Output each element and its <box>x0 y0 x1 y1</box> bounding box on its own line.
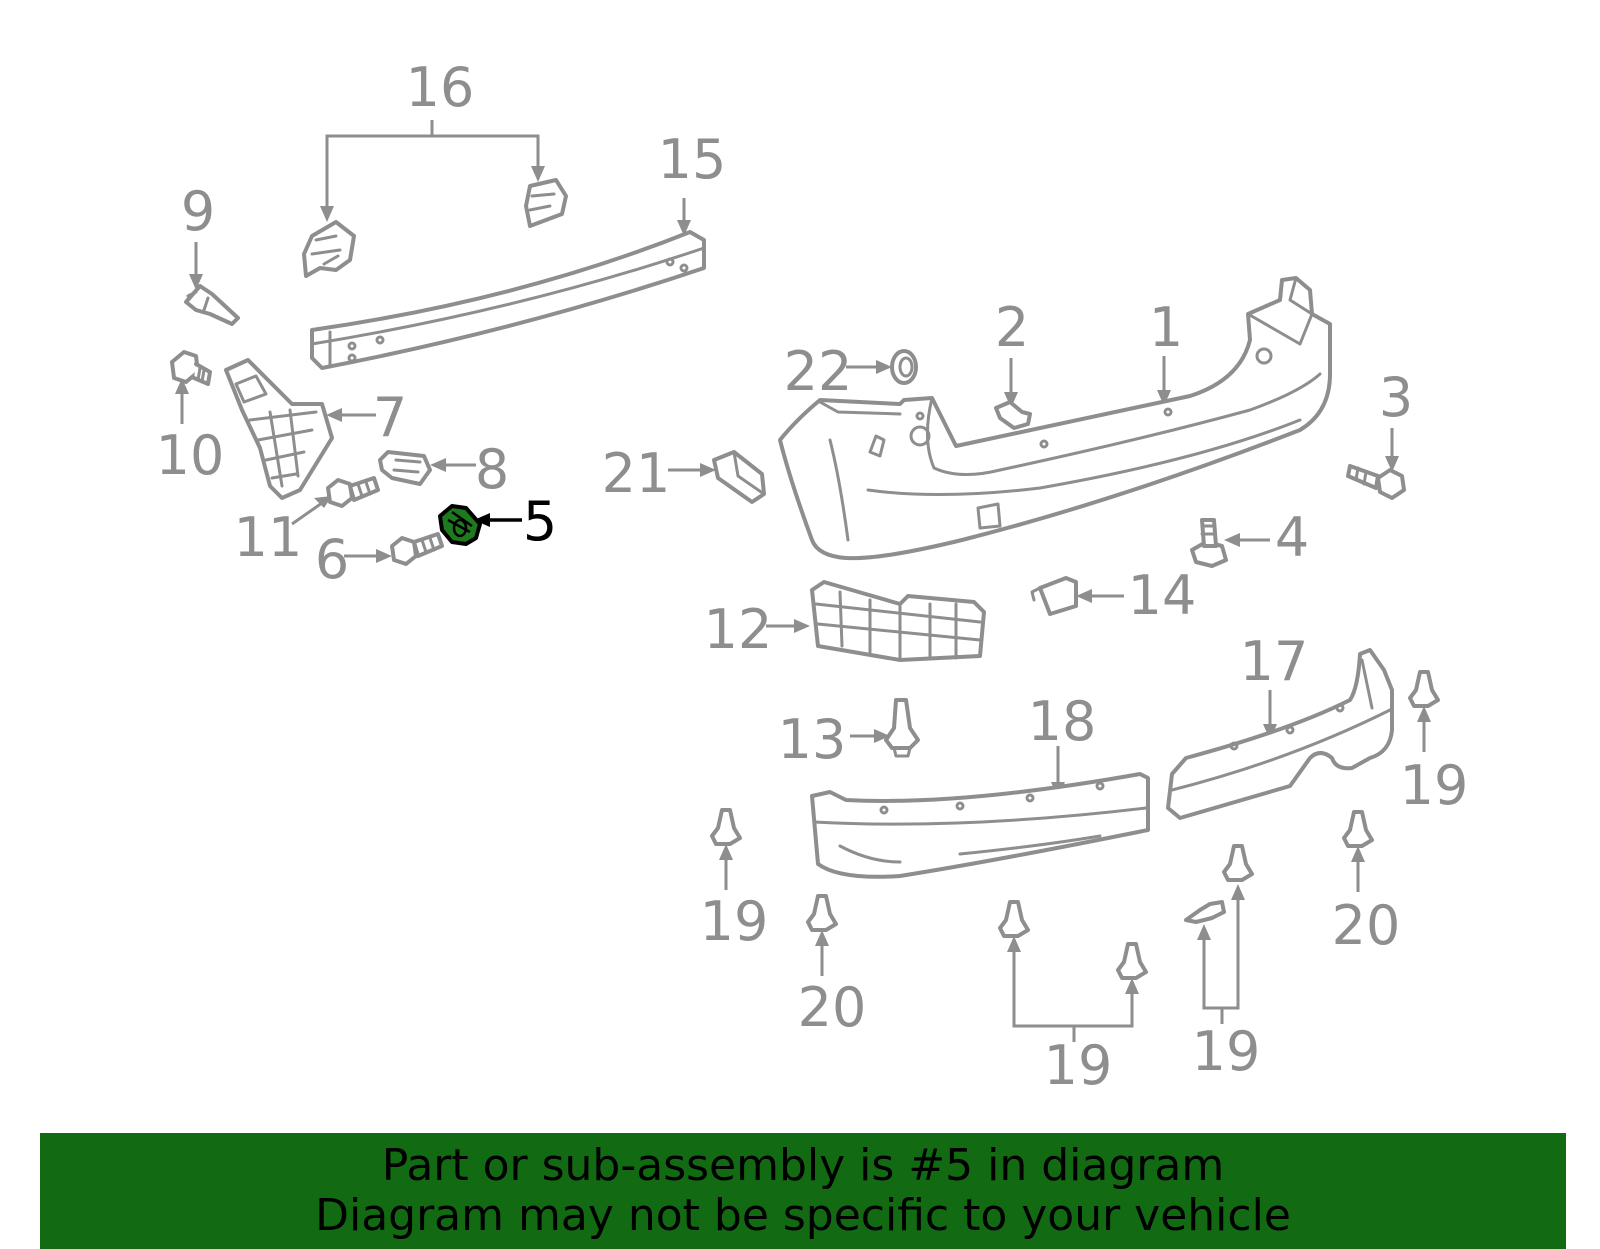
part-20-clip-right[interactable] <box>1342 810 1374 892</box>
part-6-bolt[interactable] <box>344 532 444 566</box>
part-22-grommet[interactable] <box>846 349 918 385</box>
callout-21: 21 <box>602 442 671 505</box>
part-10-bolt[interactable] <box>170 350 212 424</box>
callout-19-upper-right: 19 <box>1400 754 1469 817</box>
part-21-pad[interactable] <box>668 450 766 504</box>
part-19-clip-upper-right[interactable] <box>1408 670 1440 752</box>
callout-20-left: 20 <box>798 976 867 1039</box>
callout-17: 17 <box>1240 630 1309 693</box>
part-12-absorber[interactable] <box>766 580 986 662</box>
callout-10: 10 <box>156 424 225 487</box>
callout-11: 11 <box>234 506 303 569</box>
part-3-bolt[interactable] <box>1346 428 1406 500</box>
part-19-clip-left[interactable] <box>710 808 742 890</box>
part-5-highlighted[interactable] <box>438 504 522 546</box>
callout-5-highlighted: 5 <box>523 490 557 553</box>
banner-part-line: Part or sub-assembly is #5 in diagram <box>381 1140 1225 1191</box>
callout-4: 4 <box>1275 506 1309 569</box>
part-15-reinforcement-bar[interactable] <box>310 198 706 370</box>
part-7-bracket[interactable] <box>224 358 376 500</box>
part-11-bolt[interactable] <box>291 476 380 526</box>
callout-19-right: 19 <box>1192 1020 1261 1083</box>
part-18-lower-valance[interactable] <box>810 746 1150 879</box>
callout-8: 8 <box>475 438 509 501</box>
callout-15: 15 <box>658 128 727 191</box>
part-14-cover[interactable] <box>1030 576 1124 616</box>
info-banner: Part or sub-assembly is #5 in diagram Di… <box>40 1133 1566 1249</box>
callout-3: 3 <box>1379 366 1413 429</box>
callout-18: 18 <box>1028 690 1097 753</box>
part-17-side-valance[interactable] <box>1166 648 1394 820</box>
callout-7: 7 <box>373 386 407 449</box>
callout-13: 13 <box>778 708 847 771</box>
callout-14: 14 <box>1128 564 1197 627</box>
part-2-clip[interactable] <box>994 358 1032 430</box>
part-8-clip[interactable] <box>378 450 476 486</box>
callout-19-left: 19 <box>700 890 769 953</box>
callout-2: 2 <box>995 296 1029 359</box>
part-13-retainer[interactable] <box>850 698 920 758</box>
part-4-bolt[interactable] <box>1190 518 1270 568</box>
part-1-bumper-cover[interactable] <box>778 276 1332 561</box>
part-9-clip[interactable] <box>184 242 240 326</box>
callout-12: 12 <box>704 598 773 661</box>
callout-19-center: 19 <box>1044 1034 1113 1097</box>
part-19-clips-pair-right[interactable] <box>1184 844 1254 1024</box>
part-19-clips-pair-center[interactable] <box>998 900 1148 1042</box>
part-20-clip-left[interactable] <box>806 894 838 976</box>
callout-6: 6 <box>315 528 349 591</box>
callout-16: 16 <box>406 56 475 119</box>
callout-22: 22 <box>784 340 853 403</box>
callout-1: 1 <box>1149 296 1183 359</box>
part-16-brackets[interactable] <box>302 120 568 278</box>
callout-20-right: 20 <box>1332 894 1401 957</box>
callout-9: 9 <box>181 180 215 243</box>
banner-disclaimer-line: Diagram may not be specific to your vehi… <box>315 1190 1291 1241</box>
